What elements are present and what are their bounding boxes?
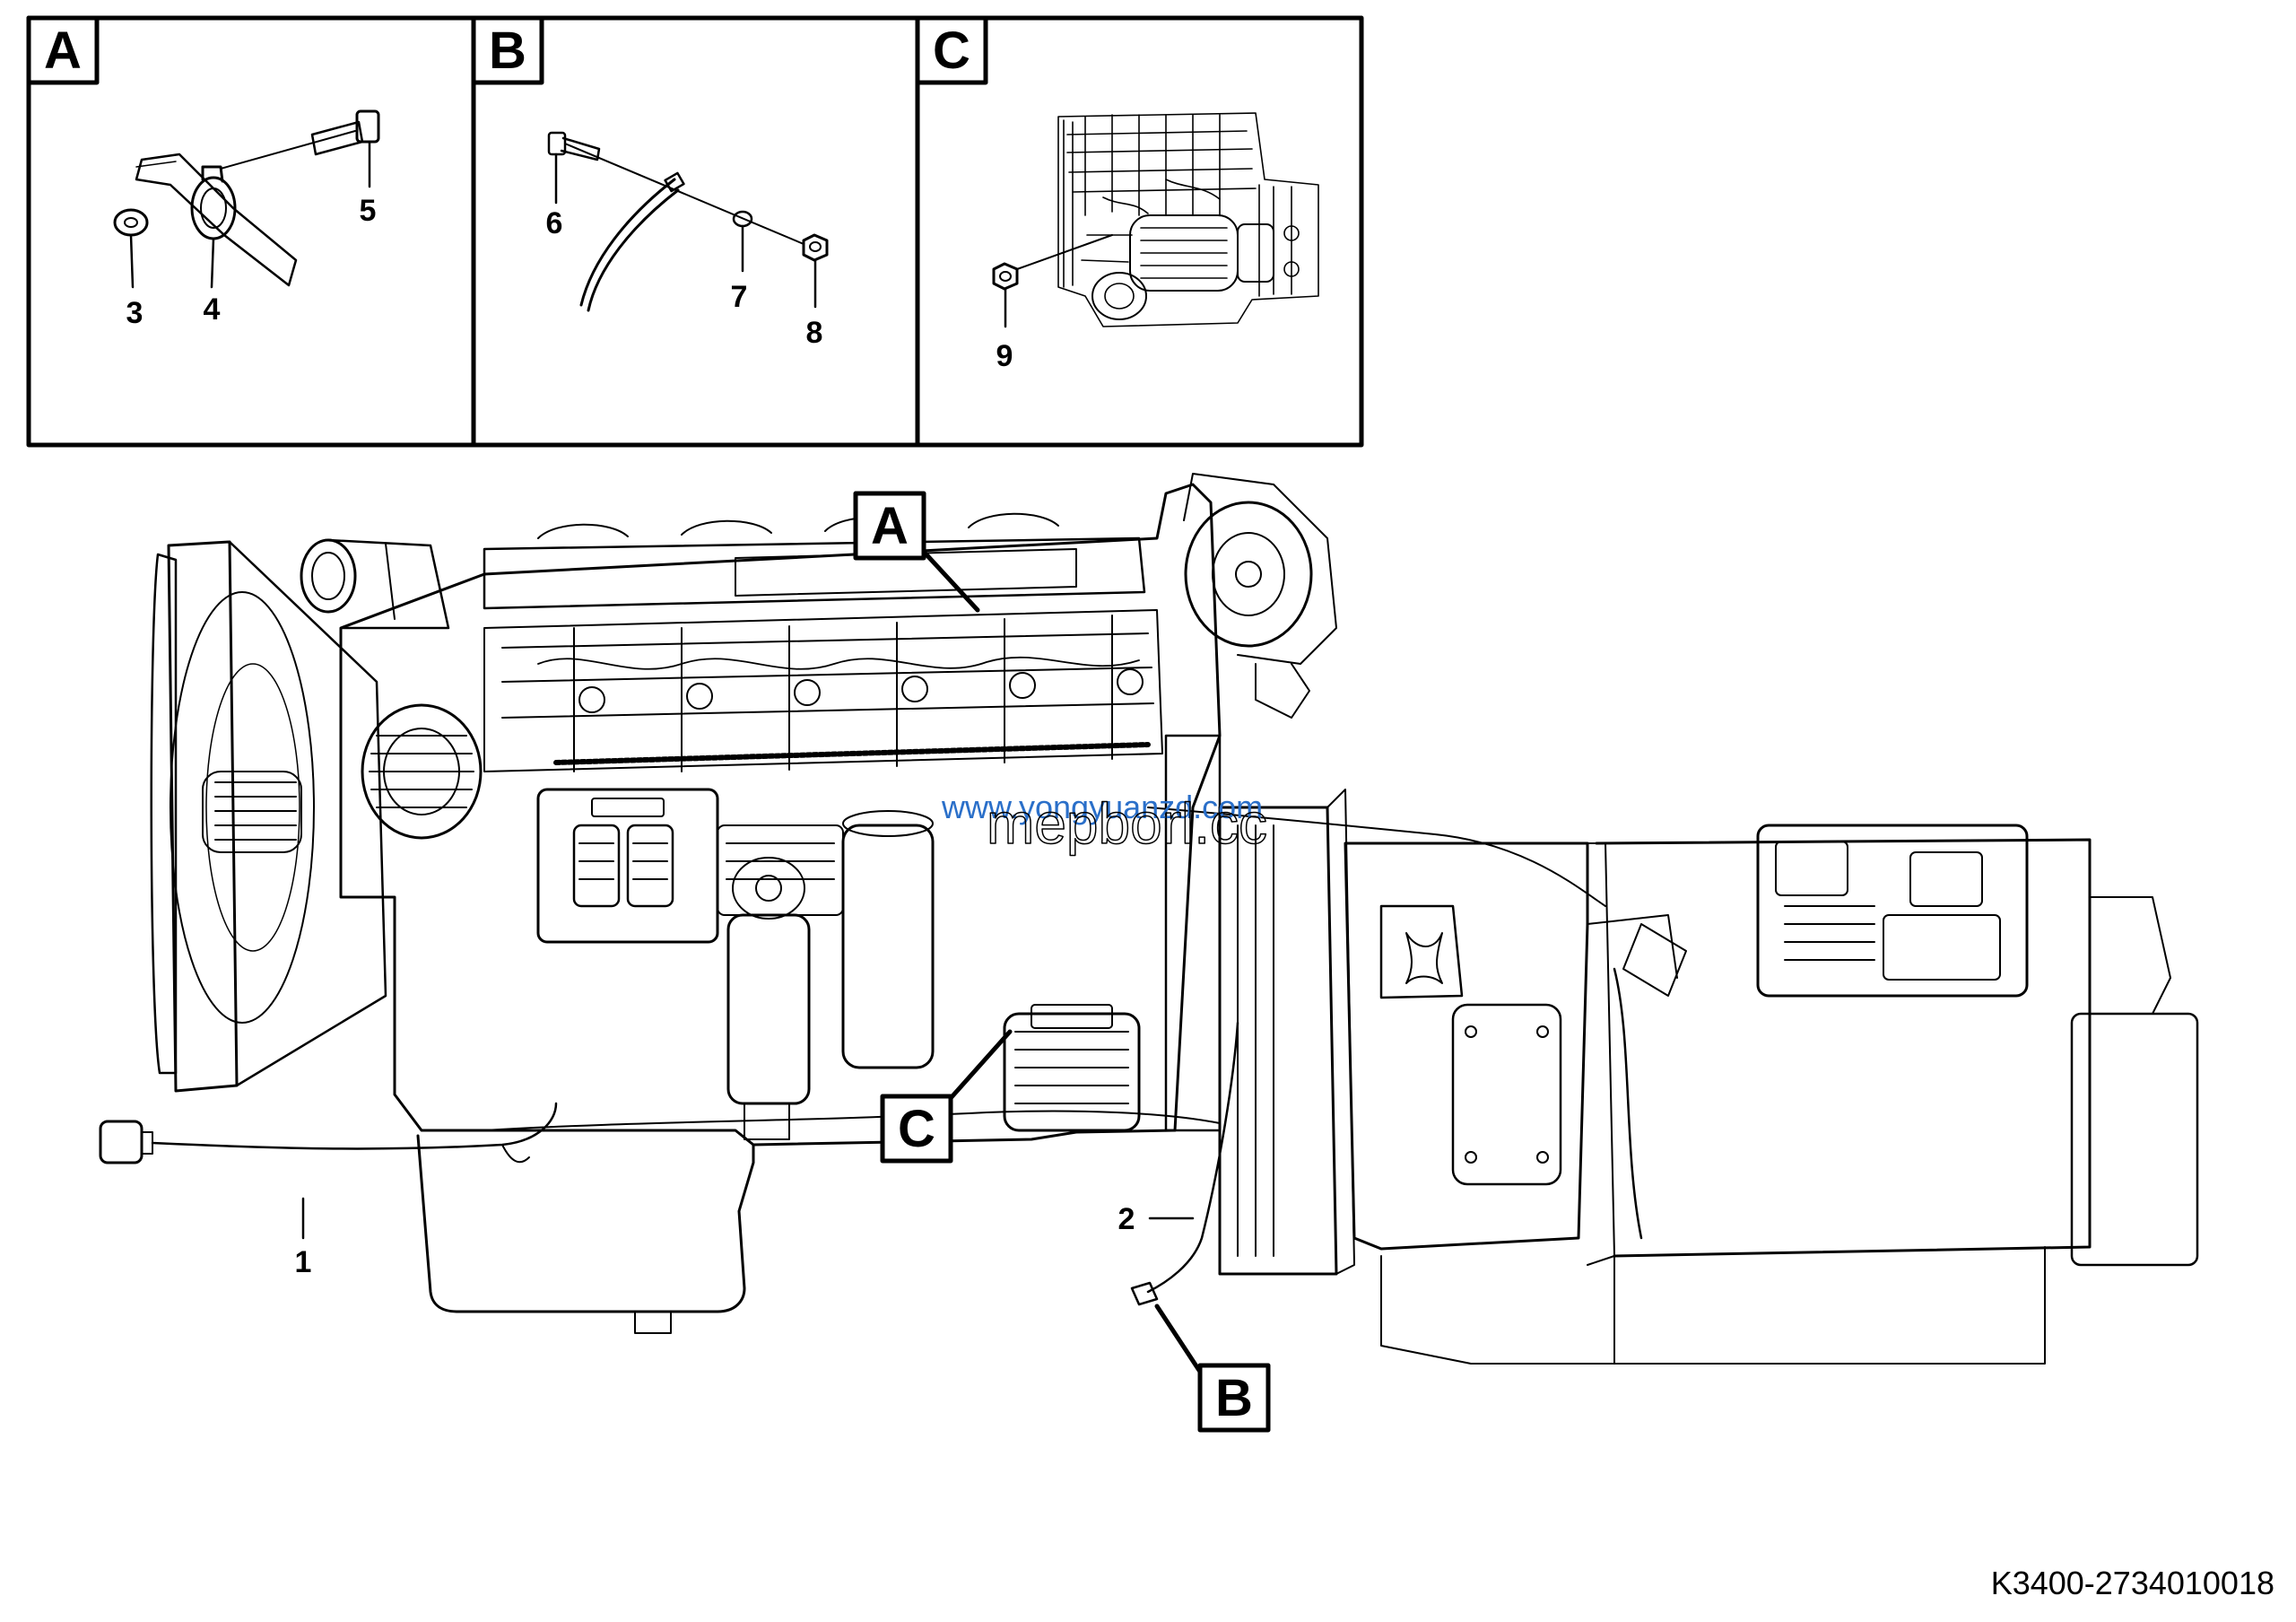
oil-filter (841, 810, 935, 1069)
fuel-filter (726, 857, 811, 1140)
detail-panels: A 3 4 (26, 15, 1364, 448)
engine-harness-top (553, 742, 1151, 765)
detail-panels-frame (26, 15, 1364, 448)
fan-shroud (150, 540, 387, 1093)
ground-cable (579, 178, 676, 307)
turbocharger (1183, 473, 1337, 719)
callout-6: 6 (546, 206, 563, 240)
injector-row (483, 609, 1163, 772)
callout-5: 5 (360, 194, 377, 228)
watermark-url-overlay: mepborl.cc (987, 791, 1267, 856)
oil-pan (416, 1134, 755, 1313)
view-label-box-a (853, 491, 926, 561)
nut-c (992, 262, 1019, 291)
view-label-box-b (1197, 1363, 1271, 1433)
gearbox-rear (1380, 824, 2199, 1365)
bolt (310, 109, 380, 156)
engine-assembly-drawing: 1 2 A C B (99, 473, 2199, 1433)
hose (135, 153, 298, 287)
callout-2: 2 (1118, 1202, 1135, 1236)
view-label-c: C (898, 1100, 935, 1158)
watermark-url: www.yongyuanzd.com (941, 789, 1263, 825)
watermark: www.yongyuanzd.com mepborl.cc (941, 789, 1268, 857)
callout-1: 1 (295, 1245, 312, 1279)
view-label-a: A (871, 497, 909, 555)
cable-item-1 (99, 1102, 558, 1164)
document-number: K3400-2734010018 (1990, 1565, 2274, 1601)
washer (113, 208, 149, 237)
transmission (1344, 842, 1678, 1266)
detail-panel-c: C (915, 15, 1319, 373)
harness-lower (483, 1110, 1221, 1131)
nut-b (802, 233, 829, 262)
callout-9: 9 (996, 339, 1013, 373)
ecu (536, 788, 719, 944)
detail-letter-a: A (44, 22, 82, 80)
starter-motor-sketch (1057, 112, 1319, 327)
detail-letter-b: B (489, 22, 526, 80)
detail-panel-a: A 3 4 (26, 15, 380, 330)
detail-letter-box-b (471, 15, 544, 85)
detail-letter-c: C (933, 22, 970, 80)
detail-letter-box-c (915, 15, 988, 85)
detail-letter-box-a (26, 15, 100, 85)
valve-cover (483, 512, 1146, 610)
intake-pipe (300, 538, 450, 630)
alternator (361, 703, 483, 840)
cable-item-2 (1130, 1021, 1239, 1306)
view-label-b: B (1215, 1369, 1253, 1427)
callout-7: 7 (731, 280, 748, 314)
callout-4: 4 (204, 292, 221, 327)
callout-3: 3 (126, 296, 144, 330)
starter-motor (1003, 1004, 1141, 1132)
view-label-box-c (880, 1094, 953, 1164)
callout-8: 8 (806, 316, 823, 350)
feed-pump (717, 824, 844, 916)
detail-panel-b: B 6 7 8 (471, 15, 829, 350)
